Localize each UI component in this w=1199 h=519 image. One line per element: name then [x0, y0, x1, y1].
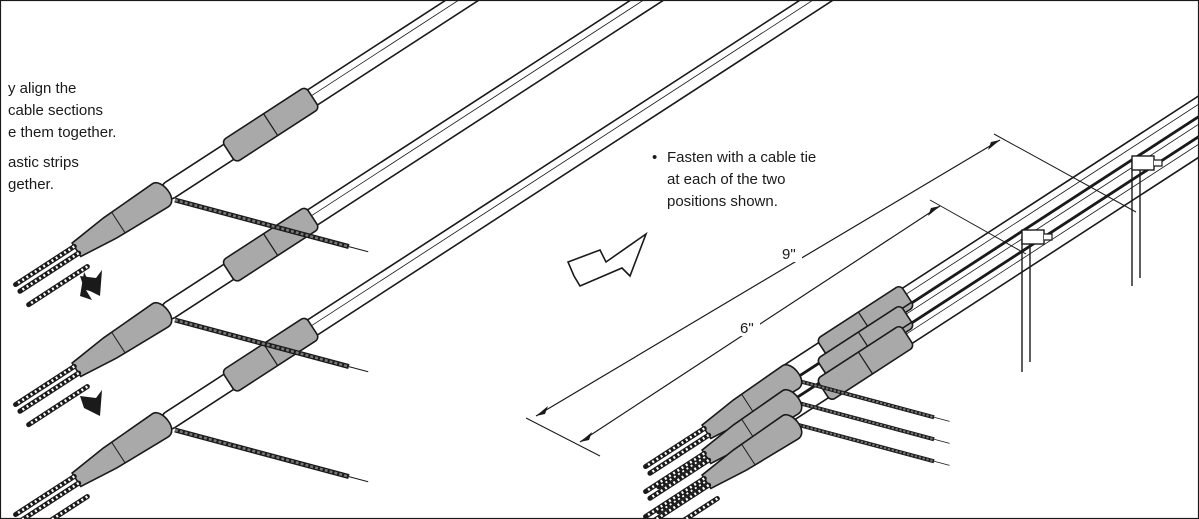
left-instruction-line-1: y align the: [8, 80, 76, 97]
left-instruction-line-4: astic strips: [8, 154, 79, 171]
left-cable-stack: [10, 0, 931, 519]
right-cable-2: [778, 0, 1199, 405]
left-instructions: y align the cable sections e them togeth…: [8, 80, 116, 193]
left-cable-bottom: [158, 0, 931, 433]
direction-arrow-icon: [566, 231, 648, 288]
cable-tie-near: [1021, 229, 1053, 372]
right-braid-3: [795, 424, 950, 465]
bullet-glyph: •: [652, 149, 657, 166]
right-instruction-line-1: Fasten with a cable tie: [667, 149, 816, 166]
cable-tie-far: [1131, 155, 1163, 286]
down-arrow-icon: [80, 270, 102, 300]
left-instruction-line-3: e them together.: [8, 124, 116, 141]
dimension-9in: 9": [525, 133, 1137, 457]
right-instruction-line-3: positions shown.: [667, 193, 778, 210]
right-cable-bundle: [640, 0, 1199, 519]
dim-label-bg-6: [734, 318, 760, 336]
right-cable-1: [778, 0, 1199, 385]
dim-label-bg-9: [776, 244, 802, 262]
right-instructions: • Fasten with a cable tie at each of the…: [652, 149, 816, 210]
left-braid-bottom: [175, 430, 368, 482]
left-instruction-line-5: gether.: [8, 176, 54, 193]
dimension-label-6: 6": [740, 320, 754, 337]
right-braid-2: [795, 402, 950, 443]
dimension-label-9: 9": [782, 246, 796, 263]
left-boot-bottom: [10, 409, 179, 519]
down-arrow-icon: [80, 390, 102, 416]
dimension-6in: 6": [579, 199, 1027, 443]
right-instruction-line-2: at each of the two: [667, 171, 785, 188]
right-braid-1: [795, 380, 950, 421]
left-instruction-line-2: cable sections: [8, 102, 103, 119]
